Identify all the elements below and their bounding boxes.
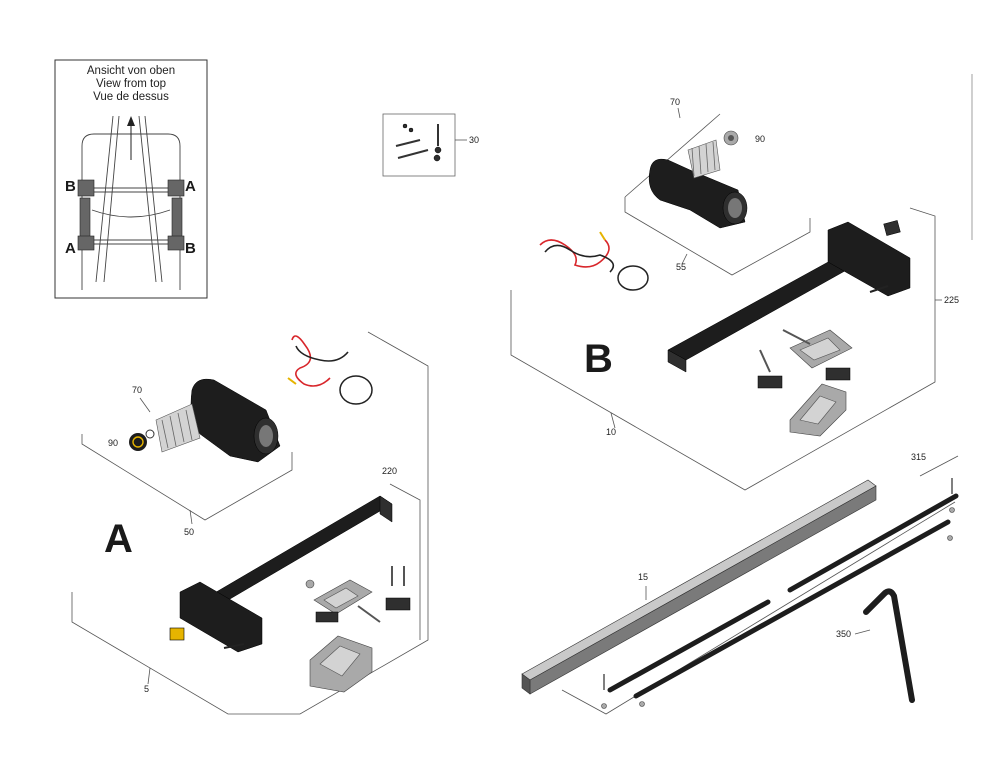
callout-70-b: 70 — [670, 97, 680, 107]
bracket-parts-a — [305, 566, 411, 693]
inset-label-top-left: B — [65, 178, 76, 195]
wiring-harness-b — [539, 231, 649, 291]
inset-label-bottom-left: A — [65, 240, 76, 257]
crank-handle-350: 350 — [836, 588, 915, 703]
callout-350: 350 — [836, 629, 851, 639]
arm-a — [169, 495, 393, 653]
callout-10: 10 — [606, 427, 616, 437]
cross-bar-15: 15 — [521, 479, 877, 695]
callout-55: 55 — [676, 262, 686, 272]
callout-5: 5 — [144, 684, 149, 694]
callout-50: 50 — [184, 527, 194, 537]
callout-90-a: 90 — [108, 438, 118, 448]
bracket-parts-b — [757, 329, 853, 437]
motor-b — [648, 130, 748, 229]
group-label-a: A — [104, 517, 133, 561]
rod-set-315: 315 — [561, 452, 959, 715]
group-b: 10 225 55 70 90 — [510, 97, 959, 491]
callout-70-a: 70 — [132, 385, 142, 395]
caption-english: View from top — [96, 78, 166, 90]
arrow-up-icon — [127, 116, 135, 160]
callout-30: 30 — [469, 135, 479, 145]
arm-b — [667, 220, 911, 373]
group-label-b: B — [584, 337, 613, 381]
inset-label-top-right: A — [185, 178, 196, 195]
callout-315: 315 — [911, 452, 926, 462]
caption-german: Ansicht von oben — [87, 65, 175, 77]
drive-units — [77, 179, 185, 251]
callout-220: 220 — [382, 466, 397, 476]
top-view-inset: Ansicht von oben View from top Vue de de… — [54, 59, 208, 299]
callout-15: 15 — [638, 572, 648, 582]
inset-label-bottom-right: B — [185, 240, 196, 257]
callout-225: 225 — [944, 295, 959, 305]
callout-90-b: 90 — [755, 134, 765, 144]
caption-french: Vue de dessus — [93, 91, 169, 103]
group-a: 5 220 50 70 90 — [71, 331, 429, 715]
motor-a — [129, 378, 281, 463]
wiring-harness-a — [287, 335, 373, 405]
hardware-kit-30: 30 — [382, 113, 479, 177]
frame-outline — [81, 115, 181, 290]
